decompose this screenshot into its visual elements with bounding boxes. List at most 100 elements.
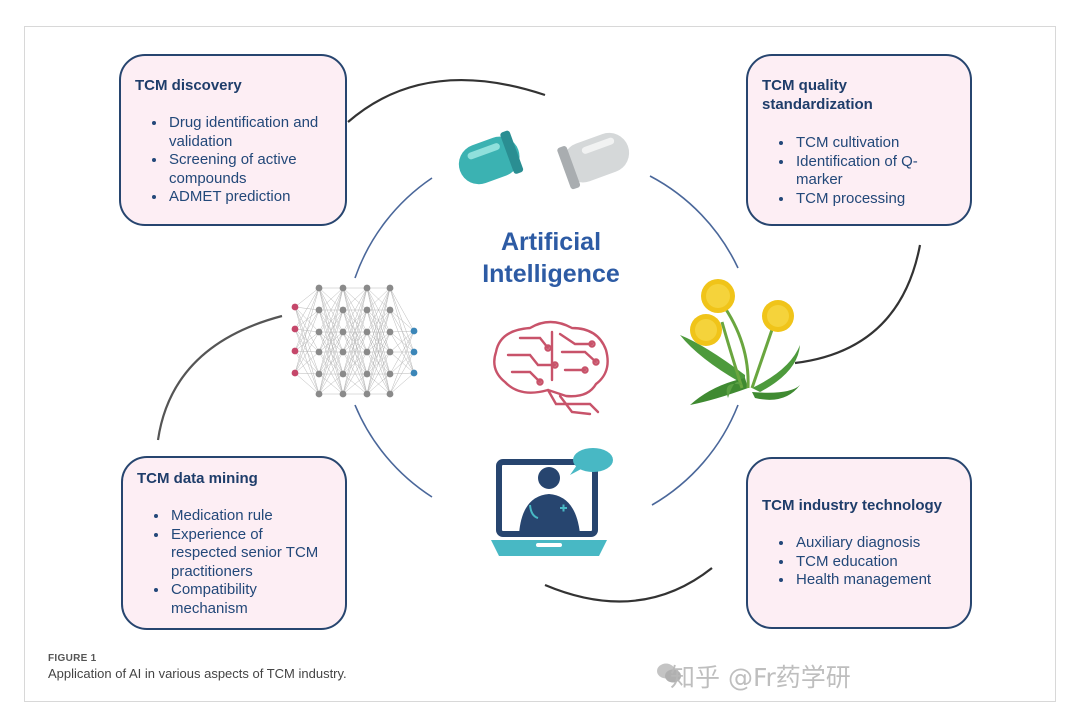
network-edge — [389, 309, 415, 332]
network-edge — [318, 287, 344, 333]
box-title: TCM quality standardization — [762, 76, 956, 114]
network-edge — [342, 351, 368, 395]
center-title-line-1: Artificial — [500, 228, 602, 256]
central-ring — [354, 175, 739, 506]
network-node — [339, 306, 347, 314]
network-node — [410, 348, 418, 356]
network-edge — [366, 287, 391, 311]
network-edge — [294, 309, 320, 374]
watermark: 知乎 @Fr药学研 — [670, 663, 851, 692]
list-item: Medication rule — [169, 507, 331, 526]
network-edge — [294, 328, 320, 353]
connector-arcs — [156, 79, 922, 603]
list-item: Experience of respected senior TCM pract… — [169, 526, 331, 582]
network-edge — [366, 331, 391, 395]
doctor-laptop-icon — [491, 448, 613, 556]
network-edge — [389, 330, 415, 333]
bullet-list: TCM cultivation Identification of Q-mark… — [762, 134, 956, 208]
bullet-list: Auxiliary diagnosis TCM education Health… — [762, 534, 956, 590]
center-title: Artificial Intelligence — [440, 226, 662, 290]
network-edge — [342, 287, 368, 333]
network-node — [339, 390, 347, 398]
network-edge — [294, 287, 320, 374]
network-edge — [318, 331, 344, 395]
network-edge — [366, 331, 391, 375]
bullet-list: Medication rule Experience of respected … — [137, 507, 331, 618]
network-node — [291, 369, 299, 377]
network-edge — [389, 331, 415, 353]
network-node — [386, 328, 394, 336]
bullet-list: Drug identification and validation Scree… — [135, 114, 331, 207]
network-edge — [294, 331, 320, 374]
network-node — [315, 348, 323, 356]
network-node — [363, 306, 371, 314]
network-edge — [389, 351, 415, 395]
network-edge — [318, 373, 344, 395]
network-node — [315, 370, 323, 378]
network-edge — [366, 309, 391, 333]
list-item: Drug identification and validation — [167, 114, 331, 151]
network-node — [386, 390, 394, 398]
network-edge — [342, 309, 368, 395]
network-node — [315, 328, 323, 336]
network-node — [386, 306, 394, 314]
network-edge — [389, 330, 415, 353]
network-edge — [389, 330, 415, 395]
network-edge — [366, 309, 391, 395]
capsule-icon — [458, 130, 630, 190]
neural-network-icon — [291, 284, 418, 398]
network-node — [386, 348, 394, 356]
network-node — [363, 284, 371, 292]
network-edge — [294, 372, 320, 395]
list-item: TCM processing — [794, 190, 956, 209]
network-edge — [366, 287, 391, 353]
network-node — [363, 328, 371, 336]
network-edge — [318, 309, 344, 395]
network-edge — [294, 328, 320, 395]
box-title-line-2: standardization — [762, 96, 873, 113]
list-item: Identification of Q-marker — [794, 153, 956, 190]
list-item: ADMET prediction — [167, 188, 331, 207]
dandelion-icon — [680, 279, 800, 405]
network-edge — [366, 351, 391, 395]
network-edge — [366, 287, 391, 395]
tcm-industry-box: TCM industry technology Auxiliary diagno… — [746, 457, 972, 629]
figure-label: FIGURE 1 — [48, 653, 97, 664]
network-node — [339, 348, 347, 356]
network-edge — [294, 287, 320, 330]
network-edge — [342, 287, 368, 395]
list-item: Screening of active compounds — [167, 151, 331, 188]
network-edge — [342, 331, 368, 375]
network-edge — [318, 331, 344, 375]
box-title: TCM data mining — [137, 470, 258, 487]
network-edge — [318, 287, 344, 375]
center-title-line-2: Intelligence — [482, 260, 620, 288]
list-item: TCM cultivation — [794, 134, 956, 153]
network-node — [339, 328, 347, 336]
network-edge — [318, 309, 344, 333]
network-node — [315, 306, 323, 314]
network-node — [363, 348, 371, 356]
network-node — [410, 327, 418, 335]
network-node — [315, 390, 323, 398]
box-title: TCM discovery — [135, 77, 242, 94]
network-edge — [366, 373, 391, 395]
network-edge — [366, 287, 391, 333]
network-edge — [318, 287, 344, 311]
wechat-icon — [657, 663, 681, 683]
list-item: TCM education — [794, 553, 956, 572]
network-edge — [342, 309, 368, 333]
network-edge — [294, 287, 320, 308]
network-edge — [366, 287, 391, 375]
network-node — [363, 370, 371, 378]
network-node — [363, 390, 371, 398]
tcm-discovery-box: TCM discovery Drug identification and va… — [119, 54, 347, 226]
network-edge — [342, 331, 368, 395]
network-edge — [389, 372, 415, 395]
network-edge — [294, 351, 320, 374]
network-edge — [294, 287, 320, 352]
network-node — [339, 284, 347, 292]
tcm-data-mining-box: TCM data mining Medication rule Experien… — [121, 456, 347, 630]
circuit-brain-icon — [493, 320, 609, 416]
